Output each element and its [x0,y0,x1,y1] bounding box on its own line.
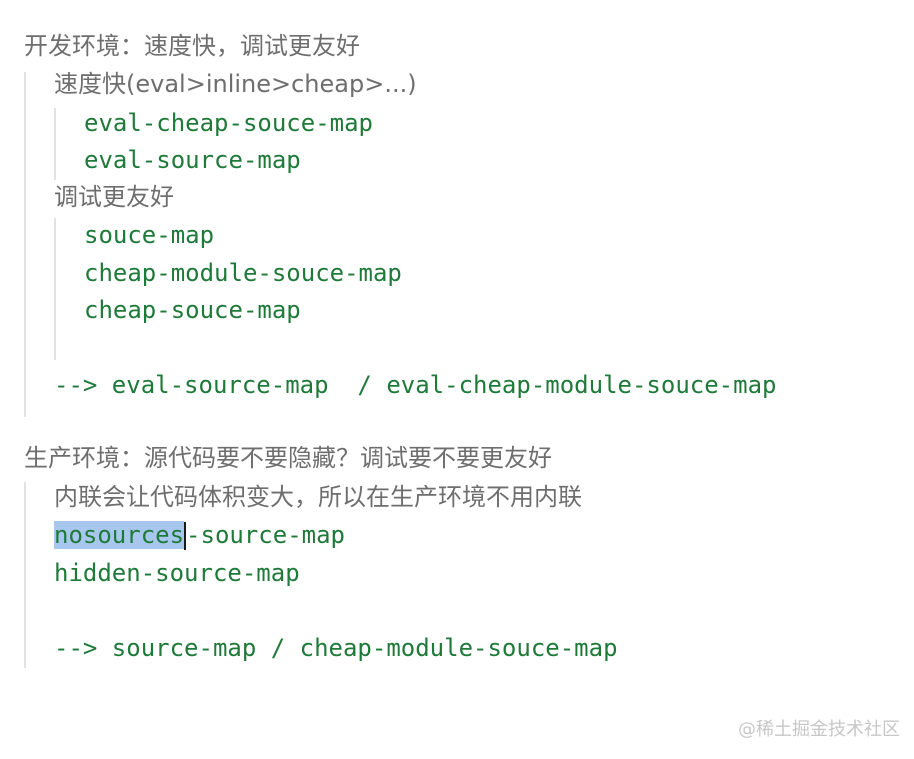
dev-debug-item: cheap-module-souce-map [84,259,402,287]
dev-debug-label: 调试更友好 [54,183,174,211]
dev-speed-item: eval-cheap-souce-map [84,109,373,137]
dev-conclusion: --> eval-source-map / eval-cheap-module-… [54,371,777,399]
dev-heading: 开发环境：速度快，调试更友好 [24,32,360,60]
dev-debug-item: cheap-souce-map [84,296,301,324]
indent-guide-dev-speed [54,108,56,180]
prod-conclusion: --> source-map / cheap-module-souce-map [54,634,618,662]
prod-item-hidden: hidden-source-map [54,559,300,587]
indent-guide-dev-outer [24,72,26,417]
watermark: @稀土掘金技术社区 [738,719,900,740]
indent-guide-prod-outer [24,482,26,668]
prod-item-suffix: -source-map [186,521,345,549]
text-cursor [184,522,187,550]
dev-speed-label: 速度快(eval>inline>cheap>...) [54,70,417,98]
indent-guide-dev-debug [54,218,56,360]
selected-text-highlight[interactable]: nosources [54,521,185,549]
dev-debug-item: souce-map [84,221,215,249]
prod-inline-note: 内联会让代码体积变大，所以在生产环境不用内联 [54,483,582,511]
prod-heading: 生产环境：源代码要不要隐藏？调试要不要更友好 [24,444,552,472]
prod-item-nosources[interactable]: nosources-source-map [54,520,345,550]
dev-speed-item: eval-source-map [84,146,301,174]
